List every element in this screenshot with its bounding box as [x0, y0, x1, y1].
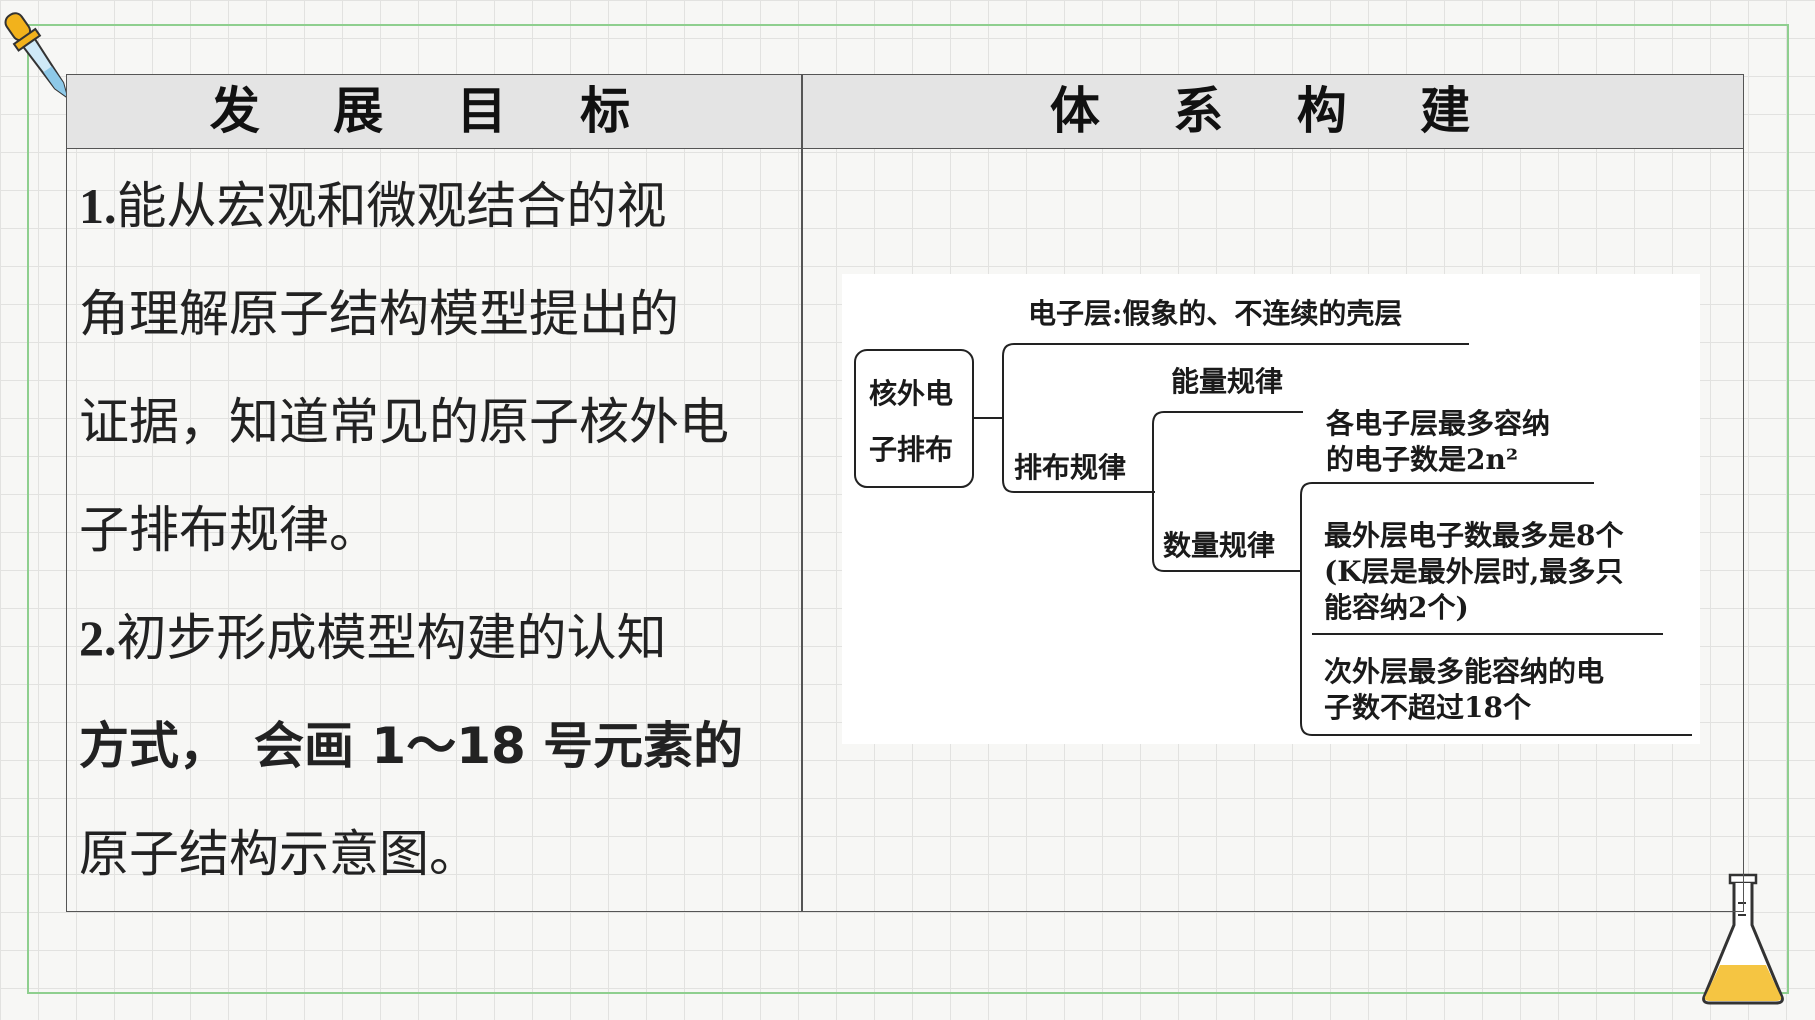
outermost-line1: 最外层电子数最多是8个: [1324, 519, 1624, 552]
concept-map: 核外电 子排布 电子层:假象的、不连续的壳层 排布规律 能量规律 数量规律 各电…: [842, 274, 1700, 744]
level1-bracket: [1002, 343, 1155, 493]
goal-line: 原子结构示意图。: [79, 825, 479, 883]
header-development-goals: 发 展 目 标: [209, 82, 659, 140]
electron-layer-label: 电子层:假象的、不连续的壳层: [1028, 297, 1403, 330]
goals-system-table: 发 展 目 标 体 系 构 建 1.能从宏观和微观结合的视 角理解原子结构模型提…: [66, 74, 1744, 912]
max-electrons-line2: 的电子数是2n²: [1326, 443, 1519, 476]
goal-line: 证据，知道常见的原子核外电: [79, 393, 729, 451]
level2-bracket: [1152, 411, 1302, 572]
outermost-line3: 能容纳2个): [1324, 591, 1469, 624]
goal-line: 1.能从宏观和微观结合的视: [79, 177, 667, 235]
goal-line: 子排布规律。: [79, 501, 379, 559]
max-electrons-line1: 各电子层最多容纳: [1326, 407, 1551, 440]
root-label-line1: 核外电: [869, 377, 954, 410]
level3-bracket: [1300, 482, 1692, 736]
goal-number: 1.: [79, 178, 117, 234]
page-frame: [27, 24, 1789, 994]
root-label-line2: 子排布: [869, 433, 954, 466]
dropper-icon: [4, 12, 69, 100]
goal-line: 2.初步形成模型构建的认知: [79, 609, 667, 667]
column-divider: [801, 75, 803, 911]
quantity-rule-label: 数量规律: [1163, 529, 1276, 562]
goals-text: 1.能从宏观和微观结合的视 角理解原子结构模型提出的 证据，知道常见的原子核外电…: [79, 152, 795, 908]
table-header-row: [67, 75, 1743, 149]
concept-map-lines: [854, 343, 1692, 736]
goal-line: 角理解原子结构模型提出的: [79, 285, 679, 343]
distribution-label: 排布规律: [1014, 451, 1127, 484]
goal-line: 方式， 会画 1～18 号元素的: [79, 717, 744, 775]
flask-icon: [1702, 873, 1784, 1005]
header-system-construction: 体 系 构 建: [1049, 82, 1499, 140]
second-outer-line2: 子数不超过18个: [1324, 691, 1531, 724]
second-outer-line1: 次外层最多能容纳的电: [1324, 655, 1605, 688]
outermost-line2: (K层是最外层时,最多只: [1324, 555, 1624, 588]
goal-number: 2.: [79, 610, 117, 666]
energy-rule-label: 能量规律: [1171, 365, 1284, 398]
